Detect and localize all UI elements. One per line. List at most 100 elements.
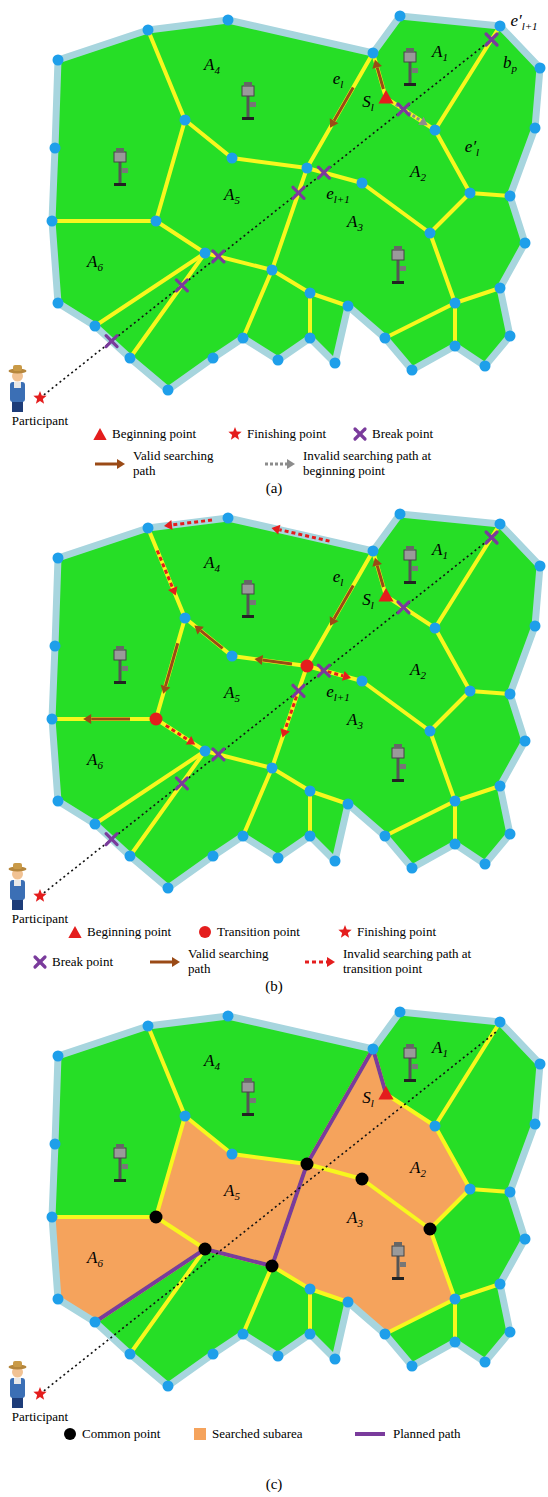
vertex-dot: [330, 1354, 341, 1365]
break-point-stroke: [106, 834, 117, 845]
symbol-subscript: 1: [442, 1047, 448, 1059]
vertex-dot: [238, 1329, 249, 1340]
symbol-label: A3: [347, 1209, 363, 1229]
subarea-edge: [156, 618, 185, 719]
vertex-dot: [200, 248, 211, 259]
vertex-dot: [530, 1119, 541, 1130]
vertex-dot: [330, 358, 341, 369]
vertex-dot: [163, 883, 174, 894]
subarea-edge: [307, 666, 362, 681]
legend-text: Invalid searching path at transition poi…: [343, 947, 513, 977]
vertex-dot: [305, 333, 316, 344]
valid-arrow-shaft: [201, 631, 223, 649]
field-boundary: [52, 1012, 540, 1386]
subarea-edge: [435, 130, 470, 193]
participant-shirt: [14, 382, 21, 388]
subarea-edge: [148, 528, 185, 618]
vertex-dot: [208, 1349, 219, 1360]
symbol-main: A: [410, 162, 420, 181]
break-point-stroke: [293, 685, 304, 696]
vertex-dot: [480, 1357, 491, 1368]
symbol-label: A1: [432, 43, 448, 63]
vertex-dot: [53, 553, 64, 564]
break-point-stroke: [318, 167, 329, 178]
participant-shirt: [14, 1378, 21, 1384]
symbol-main: b: [503, 53, 512, 72]
break-point-stroke: [355, 429, 365, 439]
vertex-dot: [223, 1011, 234, 1022]
planned-path: [95, 1049, 386, 1322]
sensor-base: [114, 1179, 126, 1182]
valid-arrow-shaft: [165, 643, 177, 686]
sensor-panel: [412, 566, 418, 571]
vertex-dot: [380, 1329, 391, 1340]
valid-arrow-head: [372, 558, 382, 567]
subarea-edge: [130, 1249, 205, 1354]
vertex-dot: [430, 125, 441, 136]
participant-label: Participant: [12, 1410, 68, 1423]
sensor-pole: [409, 60, 412, 84]
subarea-edge: [455, 1284, 500, 1299]
legend-finishing-point: [228, 427, 241, 440]
vertex-dot: [305, 288, 316, 299]
vertex-dot: [208, 851, 219, 862]
subarea-edge: [455, 786, 500, 801]
symbol-subscript: 4: [214, 562, 220, 574]
legend-beginning-point: [93, 428, 106, 440]
symbol-subscript: 2: [420, 1167, 426, 1179]
vertex-dot: [535, 561, 546, 572]
vertex-dot: [47, 1212, 58, 1223]
sensor-icon: [114, 148, 128, 186]
vertex-dot: [395, 1007, 406, 1018]
legend-symbols: [35, 427, 385, 1440]
vertex-dot: [227, 153, 238, 164]
break-point: [318, 665, 329, 676]
subarea-edge: [430, 193, 470, 233]
sensor-pole: [119, 658, 122, 682]
symbol-main: A: [432, 540, 442, 559]
valid-arrow: [194, 626, 222, 649]
sensor-pole: [119, 1156, 122, 1180]
symbol-subscript: l: [371, 599, 374, 611]
vertex-dot: [90, 321, 101, 332]
symbol-main: A: [204, 1051, 214, 1070]
vertex-dot: [357, 178, 368, 189]
subarea-edge: [385, 1299, 455, 1334]
vertex-dot: [223, 513, 234, 524]
vertex-dot: [151, 216, 162, 227]
vertex-dot: [53, 298, 64, 309]
sensor-icon: [242, 82, 256, 120]
subarea-edge: [435, 1126, 470, 1189]
sensor-box: [242, 584, 254, 594]
break-point-stroke: [398, 104, 409, 115]
sensor-icon: [242, 580, 256, 618]
legend-invalid-arrow-shaft: [265, 463, 287, 466]
break-point: [398, 104, 409, 115]
vertex-dot: [305, 831, 316, 842]
symbol-label: A1: [432, 1039, 448, 1059]
symbol-subscript: 6: [97, 261, 103, 273]
vertex-dot: [380, 831, 391, 842]
break-point: [355, 429, 365, 439]
sensor-cap: [406, 1044, 414, 1048]
break-point-stroke: [213, 251, 224, 262]
sensor-icon: [392, 246, 406, 284]
invalid-arrow: [272, 525, 330, 541]
legend-valid-arrow-head: [172, 957, 180, 967]
symbol-subscript: l: [371, 101, 374, 113]
vertex-dot: [368, 48, 379, 59]
invalid-arrow: [166, 725, 195, 744]
symbol-label: e′l: [465, 138, 479, 158]
break-point-stroke: [106, 336, 117, 347]
subarea: [385, 1299, 455, 1366]
break-point-stroke: [293, 685, 304, 696]
sensor-panel: [412, 1064, 418, 1069]
subarea-edge: [272, 768, 310, 791]
subarea-edge: [430, 691, 470, 731]
symbol-subscript: 3: [357, 719, 363, 731]
symbol-label: A5: [224, 1182, 240, 1202]
symbol-subscript: 6: [97, 1257, 103, 1269]
vertex-dot: [267, 763, 278, 774]
vertex-dot: [200, 746, 211, 757]
vertex-dot: [90, 819, 101, 830]
